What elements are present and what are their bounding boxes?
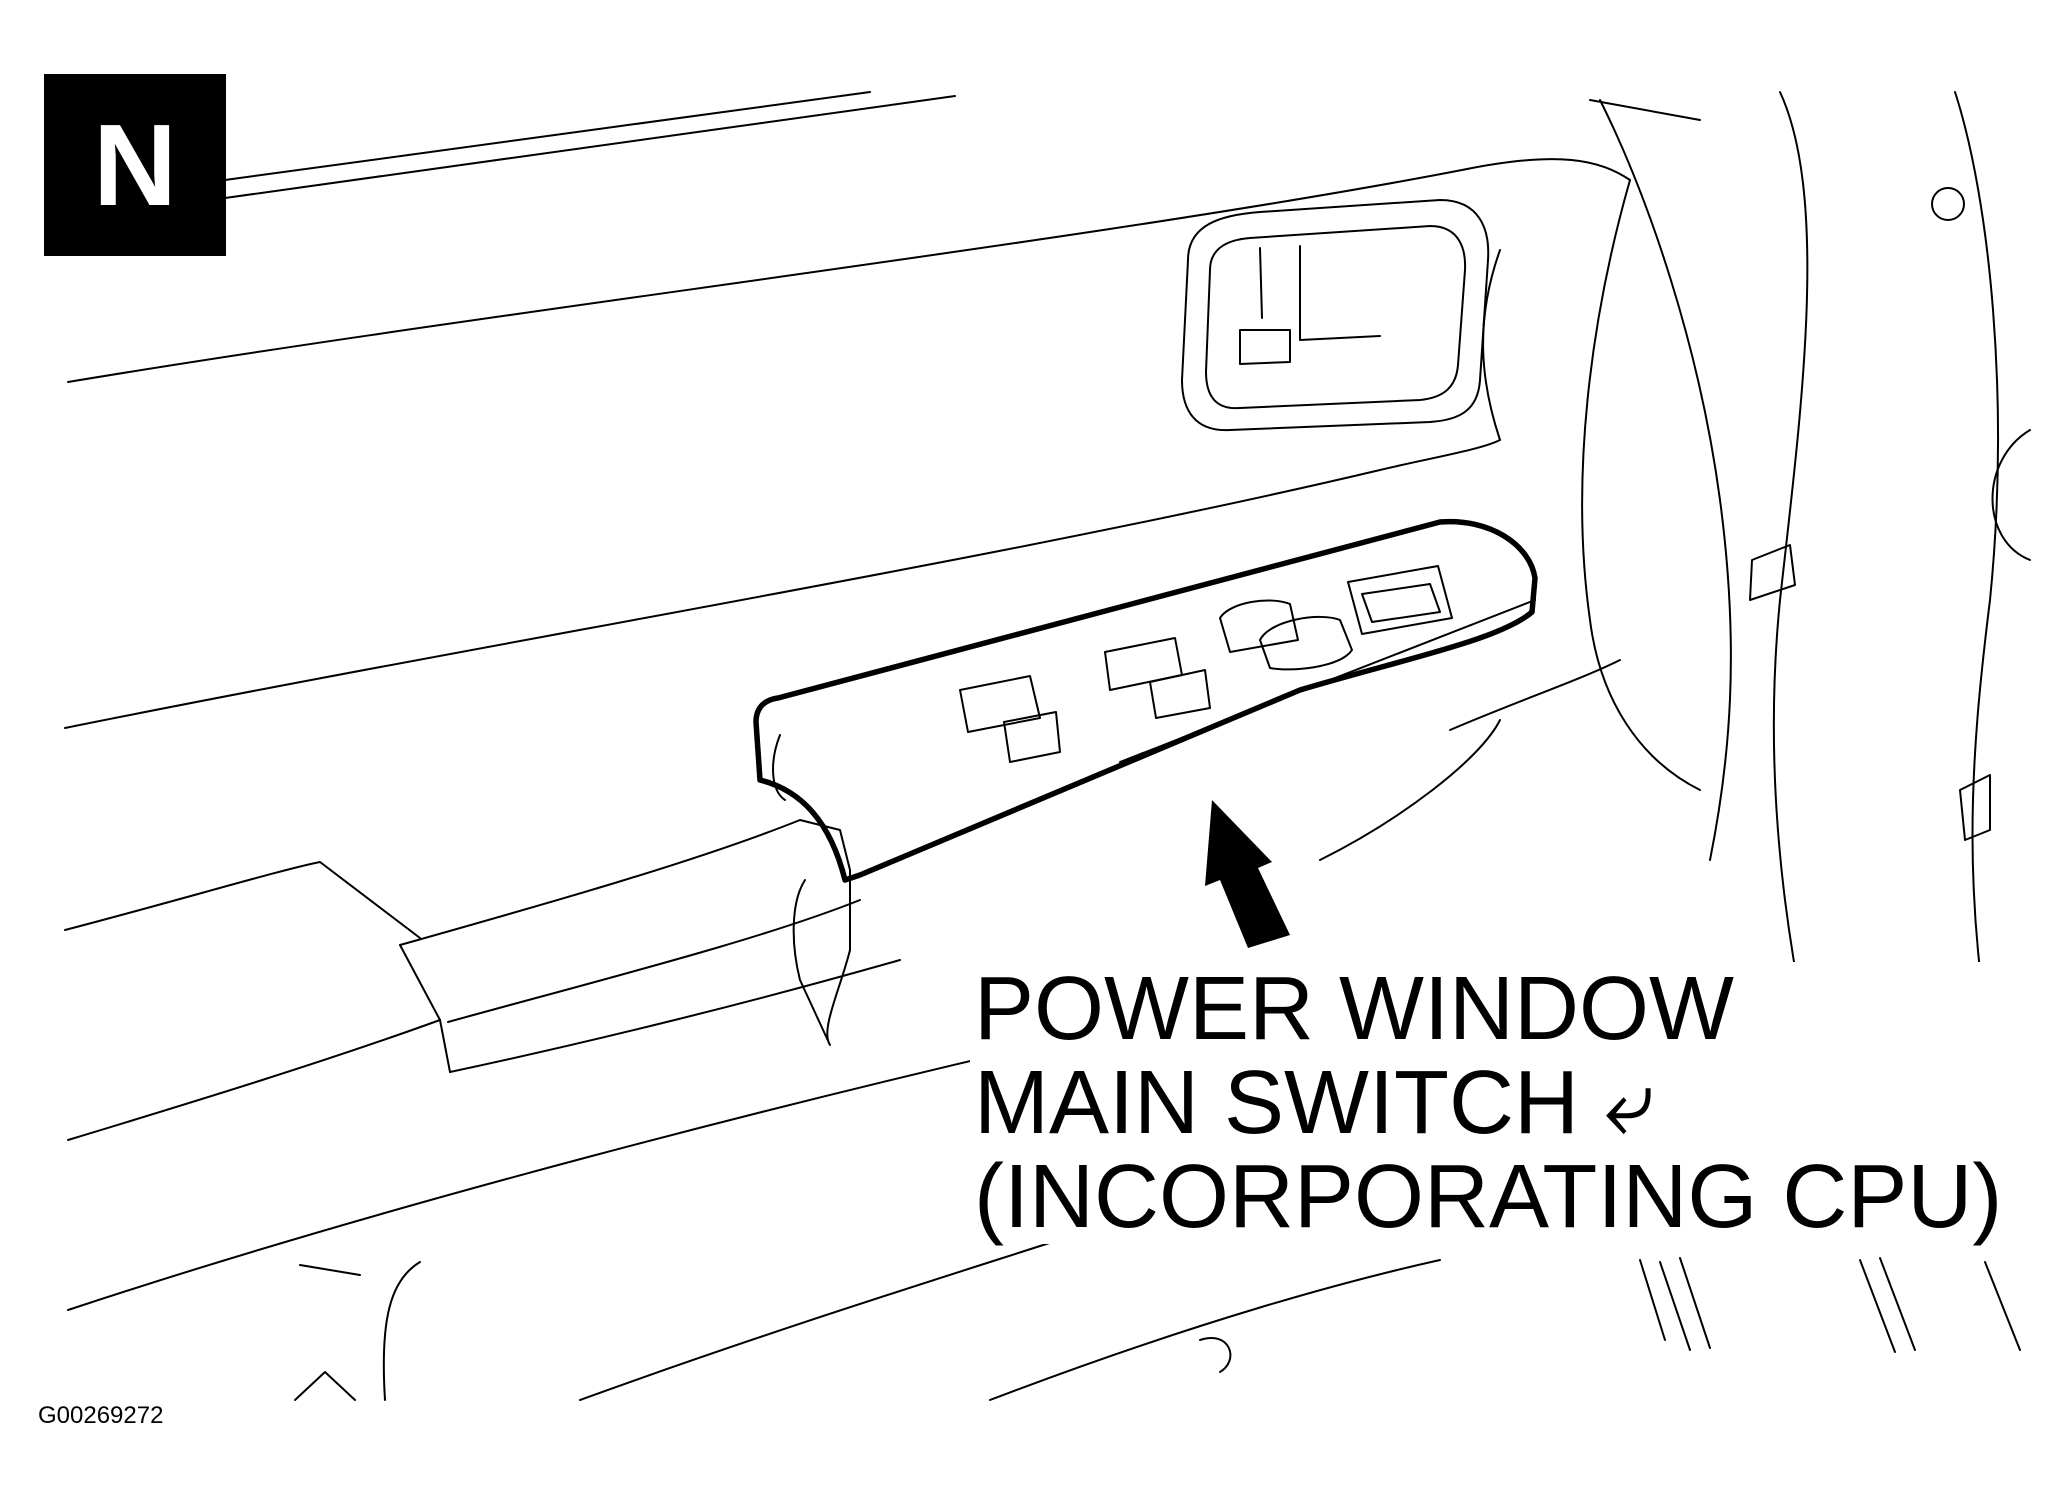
callout-line-2: MAIN SWITCH ⤶ xyxy=(974,1053,1655,1153)
door-panel-outline xyxy=(64,91,2001,1201)
callout-line-3: (INCORPORATING CPU) xyxy=(974,1147,2003,1247)
door-handle xyxy=(1181,199,1490,432)
section-badge: N xyxy=(44,74,226,256)
up-arrow-icon xyxy=(1205,800,1290,948)
callout-line-1: POWER WINDOW xyxy=(974,959,1734,1059)
window-trim-lines xyxy=(224,91,1701,199)
door-frame-details xyxy=(1639,187,2031,1353)
power-window-switch-panel xyxy=(753,518,1538,883)
figure-id: G00269272 xyxy=(38,1402,164,1429)
component-callout: POWER WINDOW MAIN SWITCH ⤶ (INCORPORATIN… xyxy=(970,959,2007,1247)
lower-panel-lines xyxy=(64,659,1621,1401)
badge-letter: N xyxy=(93,100,177,230)
switch-buttons xyxy=(959,565,1453,763)
